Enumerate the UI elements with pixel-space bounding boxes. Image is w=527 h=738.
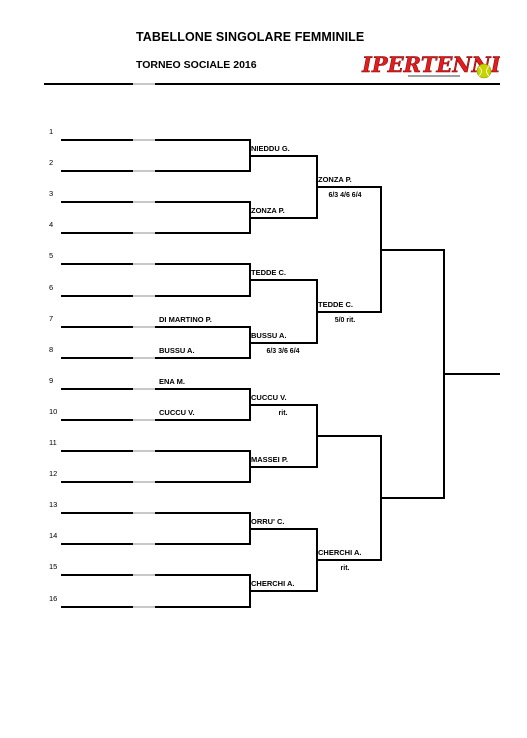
draw-line-r3: [316, 559, 380, 561]
line-mark: [133, 326, 155, 328]
draw-line-r3: [316, 186, 380, 188]
slot-number: 11: [49, 438, 57, 447]
draw-line-r1: [61, 170, 249, 172]
score-r2: rit.: [278, 410, 288, 417]
slot-number: 10: [49, 407, 58, 416]
draw-line-r1: [61, 232, 249, 234]
slot-number: 2: [49, 158, 54, 167]
draw-line-r1: [61, 201, 249, 203]
line-mark: [133, 574, 155, 576]
player-name-r2: MASSEI P.: [251, 455, 288, 464]
player-name-r2: CUCCU V.: [251, 393, 287, 402]
draw-line-r3: [316, 435, 380, 437]
line-mark: [133, 481, 155, 483]
player-name-r1: BUSSU A.: [159, 346, 195, 355]
draw-line-r2: [249, 342, 316, 344]
score-r2: 6/3 3/6 6/4: [266, 348, 300, 355]
line-mark: [133, 512, 155, 514]
draw-line-r1: [61, 512, 249, 514]
slot-number: 16: [49, 594, 58, 603]
player-name-r2: BUSSU A.: [251, 331, 287, 340]
draw-line-r1: [61, 326, 249, 328]
draw-line-r1: [61, 606, 249, 608]
header-rule-mark: [133, 83, 155, 85]
draw-line-r2: [249, 404, 316, 406]
score-r3: rit.: [340, 565, 350, 572]
slot-number: 4: [49, 220, 54, 229]
player-name-r1: ENA M.: [159, 377, 185, 386]
line-mark: [133, 606, 155, 608]
draw-line-r1: [61, 481, 249, 483]
slot-number: 7: [49, 314, 54, 323]
slot-number: 15: [49, 562, 58, 571]
draw-line-r2: [249, 217, 316, 219]
header-rule: [44, 83, 500, 85]
draw-line-r3: [316, 311, 380, 313]
player-name-r2: TEDDE C.: [251, 268, 287, 277]
line-mark: [133, 201, 155, 203]
draw-line-r4: [380, 249, 443, 251]
slot-number: 14: [49, 531, 58, 540]
draw-line-r1: [61, 543, 249, 545]
slot-number: 9: [49, 376, 54, 385]
player-name-r2: CHERCHI A.: [251, 579, 295, 588]
line-mark: [133, 357, 155, 359]
draw-line-r1: [61, 388, 249, 390]
score-r3: 5/0 rit.: [334, 317, 356, 324]
player-name-r1: DI MARTINO P.: [159, 315, 212, 324]
player-name-r3: CHERCHI A.: [318, 548, 362, 557]
line-mark: [133, 170, 155, 172]
line-mark: [133, 543, 155, 545]
page-subtitle: TORNEO SOCIALE 2016: [136, 59, 257, 71]
player-name-r3: ZONZA P.: [318, 175, 352, 184]
player-name-r2: ORRU' C.: [251, 517, 285, 526]
player-name-r2: ZONZA P.: [251, 206, 285, 215]
slot-number: 12: [49, 469, 58, 478]
draw-line-r2: [249, 590, 316, 592]
slot-number: 8: [49, 345, 54, 354]
slot-number: 1: [49, 127, 54, 136]
player-name-r1: CUCCU V.: [159, 408, 195, 417]
draw-line-r1: [61, 295, 249, 297]
draw-line-r2: [249, 466, 316, 468]
slot-number: 5: [49, 251, 54, 260]
draw-line-r2: [249, 279, 316, 281]
draw-line-r2: [249, 155, 316, 157]
line-mark: [133, 139, 155, 141]
page-title: TABELLONE SINGOLARE FEMMINILE: [136, 30, 365, 44]
draw-line-r1: [61, 419, 249, 421]
line-mark: [133, 419, 155, 421]
draw-line-r4: [380, 497, 443, 499]
line-mark: [133, 388, 155, 390]
draw-line-r1: [61, 357, 249, 359]
slot-number: 3: [49, 189, 54, 198]
player-name-r2: NIEDDU G.: [251, 144, 290, 153]
player-name-r3: TEDDE C.: [318, 300, 354, 309]
score-r3: 6/3 4/6 6/4: [328, 192, 362, 199]
line-mark: [133, 450, 155, 452]
draw-line-r1: [61, 263, 249, 265]
draw-line-r1: [61, 574, 249, 576]
ipertennis-logo: IPERTENNIS: [361, 52, 500, 79]
line-mark: [133, 295, 155, 297]
draw-line-final: [443, 373, 500, 375]
slot-number: 13: [49, 500, 58, 509]
draw-line-r1: [61, 139, 249, 141]
logo-wordmark: IPERTENNIS: [361, 52, 500, 77]
line-mark: [133, 263, 155, 265]
draw-line-r2: [249, 528, 316, 530]
draw-line-r1: [61, 450, 249, 452]
slot-number: 6: [49, 283, 54, 292]
line-mark: [133, 232, 155, 234]
